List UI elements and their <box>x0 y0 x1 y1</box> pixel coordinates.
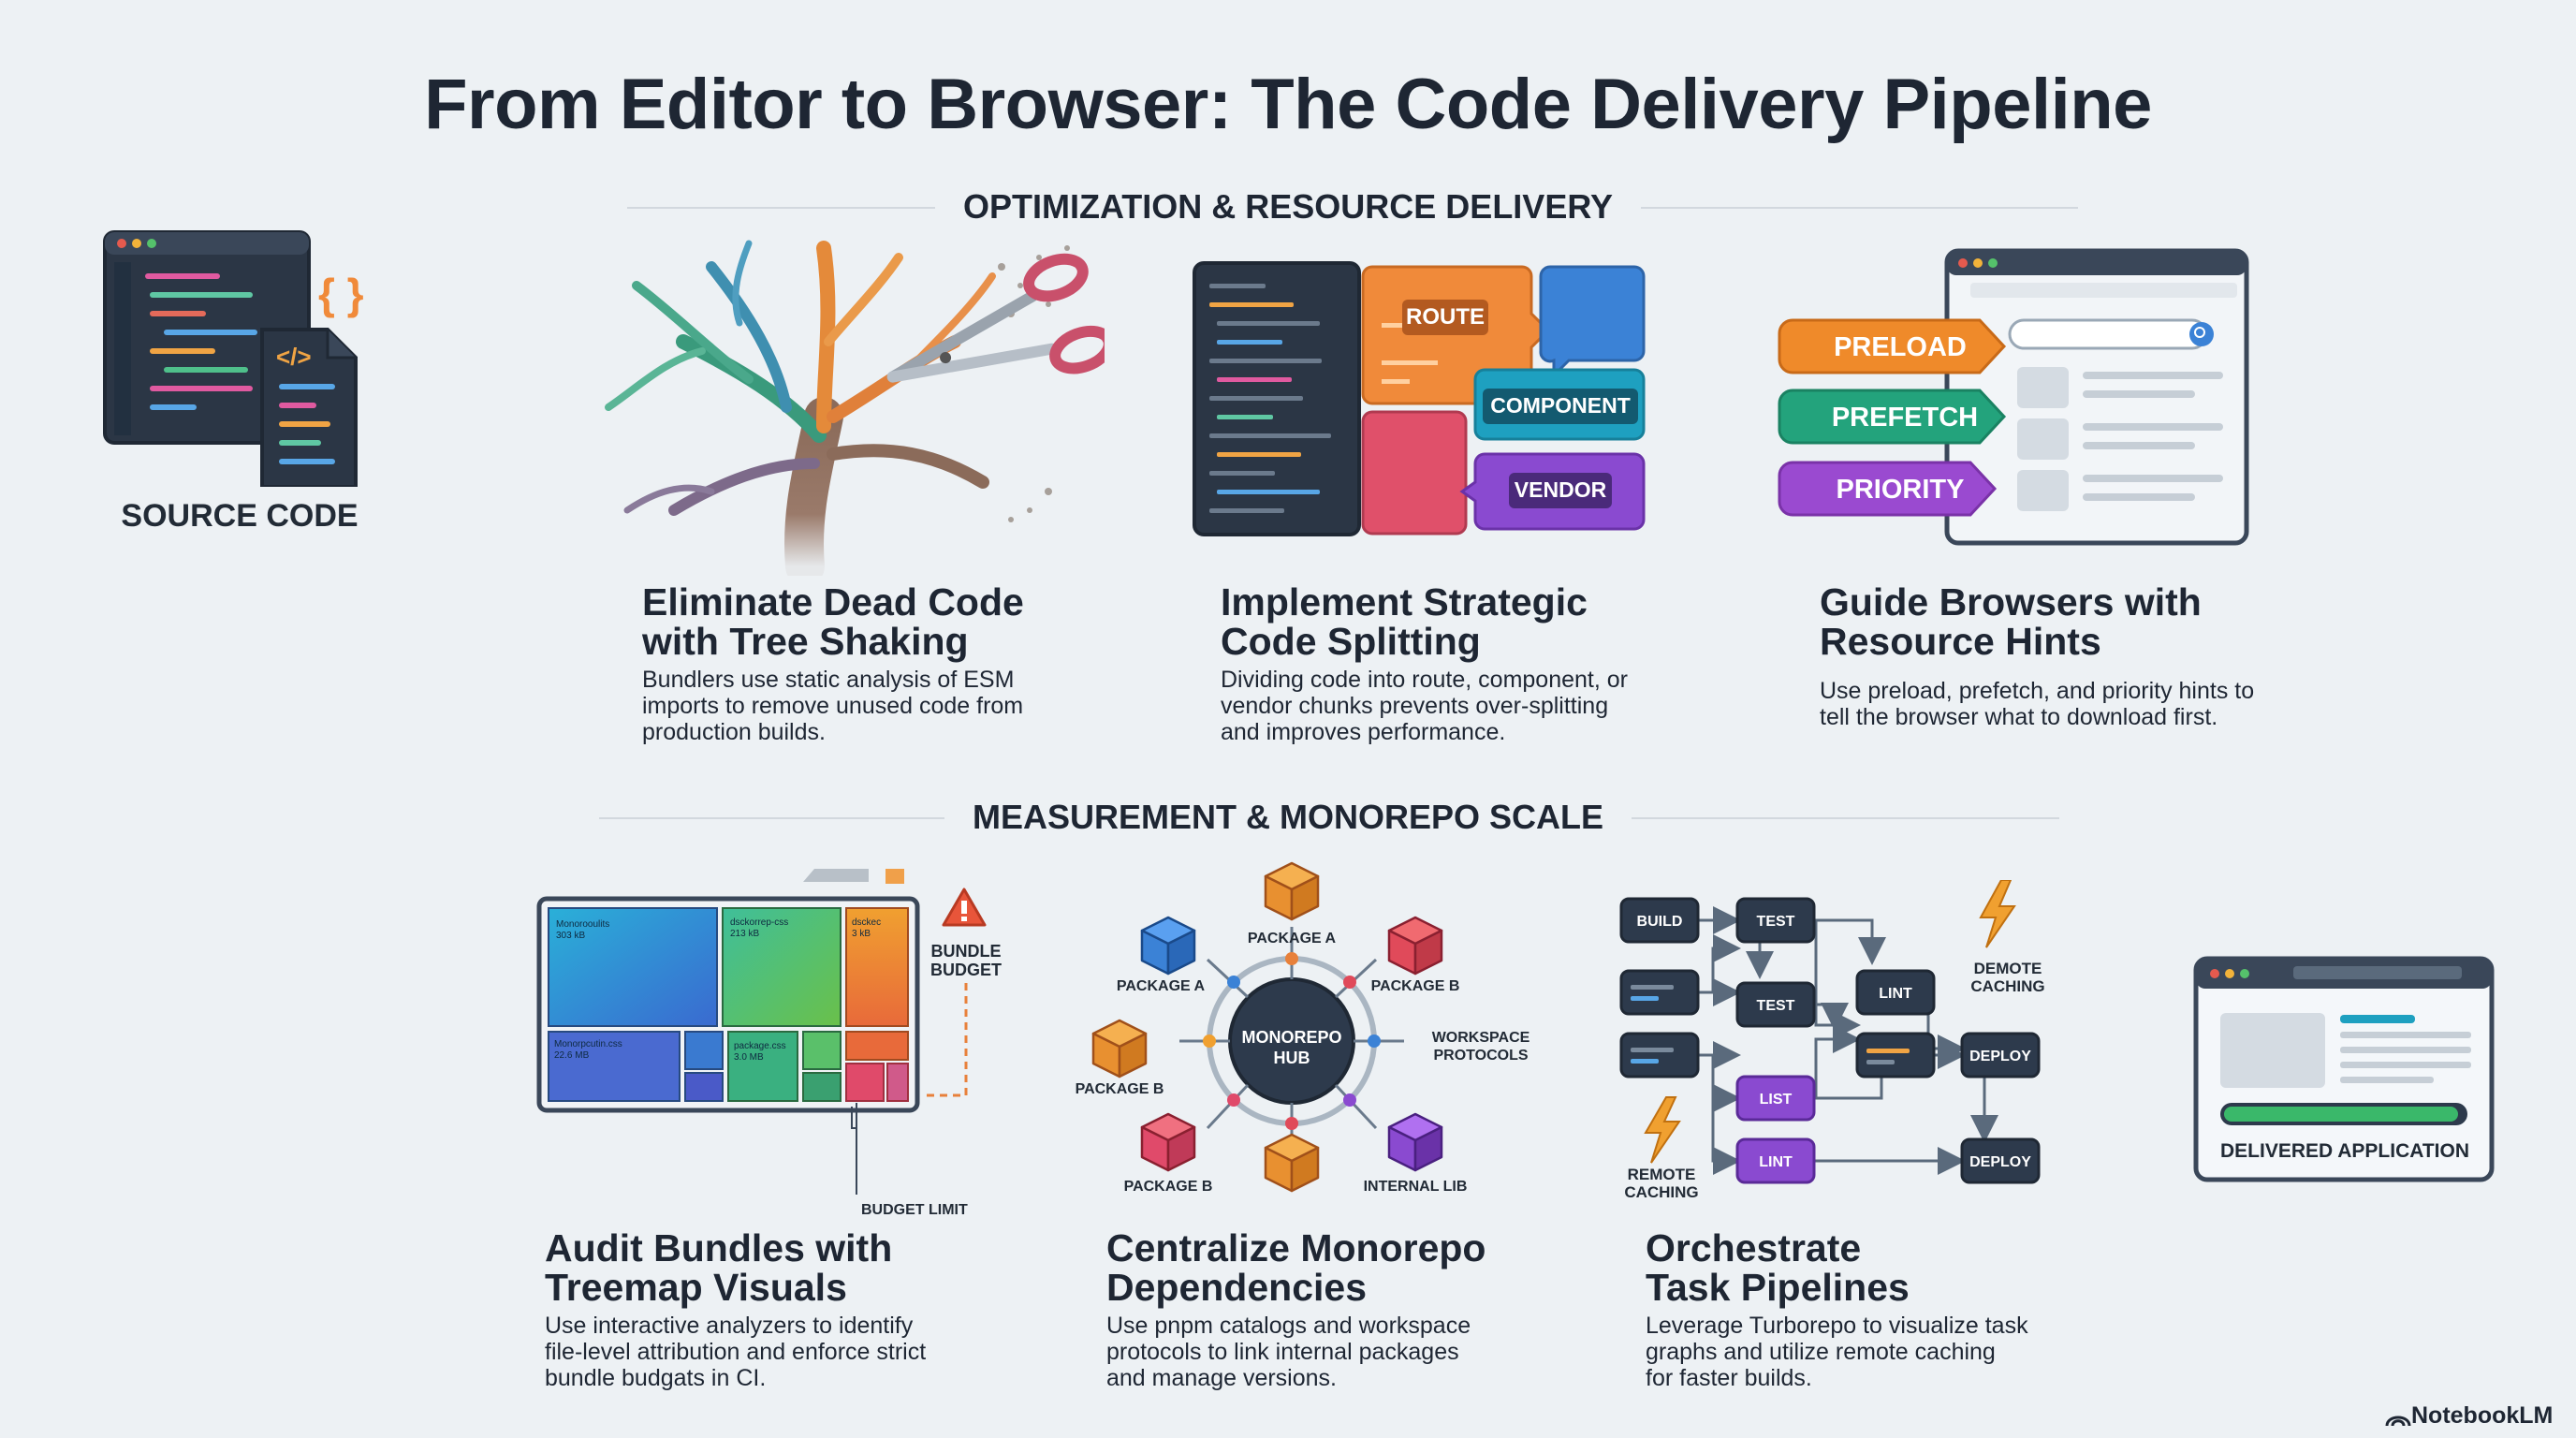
treemap-desc-2: file-level attribution and enforce stric… <box>545 1339 927 1365</box>
svg-text:{ }: { } <box>318 270 364 318</box>
delivered-app-label: DELIVERED APPLICATION <box>2219 1140 2470 1162</box>
monorepo-title-2: Dependencies <box>1106 1266 1367 1309</box>
code-splitting-desc-2: vendor chunks prevents over-splitting <box>1221 693 1609 719</box>
treemap-cell-1-name: Monorooulits <box>556 919 609 930</box>
notebooklm-brand-text: NotebookLM <box>2411 1402 2554 1429</box>
monorepo-desc-1: Use pnpm catalogs and workspace <box>1106 1313 1471 1339</box>
notebooklm-brand: NotebookLM <box>2385 1402 2553 1430</box>
node-package-b-left: PACKAGE B <box>1076 1081 1164 1097</box>
resource-hints-title-1: Guide Browsers with <box>1820 580 2202 624</box>
section-optimization-header: OPTIMIZATION & RESOURCE DELIVERY <box>0 187 2576 227</box>
code-splitting-icon: ROUTE COMPONENT VENDOR <box>1193 261 1646 536</box>
tree-scissors-icon <box>605 240 1105 576</box>
bundle-budget-label-1: BUNDLE <box>931 942 1002 961</box>
pipeline-desc-2: graphs and utilize remote caching <box>1646 1339 1996 1365</box>
monorepo-hub-label-2: HUB <box>1274 1049 1310 1067</box>
chunk-vendor-label: VENDOR <box>1515 477 1607 502</box>
source-code-label: SOURCE CODE <box>121 498 359 534</box>
code-splitting-desc-1: Dividing code into route, component, or <box>1221 667 1628 693</box>
chunk-component-label: COMPONENT <box>1490 393 1631 418</box>
hint-priority-label: PRIORITY <box>1837 475 1965 505</box>
treemap-cell-3-size: 3 kB <box>852 929 871 939</box>
monorepo-title-1: Centralize Monorepo <box>1106 1226 1486 1269</box>
node-package-b-bottom: PACKAGE B <box>1124 1179 1213 1195</box>
hint-preload-label: PRELOAD <box>1834 332 1967 362</box>
workspace-protocols-label-1: WORKSPACE <box>1432 1030 1530 1046</box>
task-pipeline-icon: BUILD TEST TEST LINT LIST LINT DEPLOY DE… <box>1619 880 2045 1201</box>
task-deploy-1-label: DEPLOY <box>1969 1049 2031 1064</box>
treemap-icon: Monorooulits 303 kB dsckorrep-css 213 kB… <box>536 869 1002 1218</box>
treemap-title-1: Audit Bundles with <box>545 1226 893 1269</box>
node-package-a-left: PACKAGE A <box>1117 978 1206 994</box>
section-measurement-header: MEASUREMENT & MONOREPO SCALE <box>0 798 2576 837</box>
code-splitting-title-2: Code Splitting <box>1221 620 1481 663</box>
hint-prefetch-label: PREFETCH <box>1832 403 1978 433</box>
notebooklm-logo-icon <box>2385 1407 2411 1427</box>
resource-hints-title-2: Resource Hints <box>1820 620 2101 663</box>
resource-hints-desc-1: Use preload, prefetch, and priority hint… <box>1820 678 2255 704</box>
node-internal-lib: INTERNAL LIB <box>1364 1179 1468 1195</box>
task-test-2-label: TEST <box>1757 998 1795 1014</box>
code-splitting-title-1: Implement Strategic <box>1221 580 1588 624</box>
treemap-cell-3-name: dsckec <box>852 917 881 928</box>
task-lint-2-label: LINT <box>1759 1154 1793 1170</box>
task-lint-1-label: LINT <box>1879 986 1912 1002</box>
treemap-cell-5-size: 22.6 MB <box>554 1050 590 1061</box>
page-title: From Editor to Browser: The Code Deliver… <box>424 65 2152 144</box>
section-measurement-label: MEASUREMENT & MONOREPO SCALE <box>944 798 1632 837</box>
treemap-title-2: Treemap Visuals <box>545 1266 847 1309</box>
pipeline-title-1: Orchestrate <box>1646 1226 1862 1269</box>
resource-hints-desc-2: tell the browser what to download first. <box>1820 704 2218 730</box>
task-list-label: LIST <box>1760 1092 1793 1108</box>
remote-caching-label-2: CACHING <box>1624 1183 1698 1201</box>
tree-shaking-desc-3: production builds. <box>642 719 826 745</box>
task-deploy-2-label: DEPLOY <box>1969 1154 2031 1170</box>
workspace-protocols-label-2: PROTOCOLS <box>1433 1048 1528 1064</box>
code-splitting-card: Implement Strategic Code Splitting Divid… <box>1221 582 1670 745</box>
treemap-cell-1-size: 303 kB <box>556 931 585 941</box>
pipeline-card: Orchestrate Task Pipelines Leverage Turb… <box>1646 1228 2095 1391</box>
resource-hints-icon: PRELOAD PREFETCH PRIORITY <box>1778 248 2249 546</box>
pipeline-title-2: Task Pipelines <box>1646 1266 1910 1309</box>
tree-shaking-title-1: Eliminate Dead Code <box>642 580 1024 624</box>
treemap-cell-2-name: dsckorrep-css <box>730 917 788 928</box>
monorepo-desc-2: protocols to link internal packages <box>1106 1339 1459 1365</box>
budget-limit-label: BUDGET LIMIT <box>861 1202 968 1218</box>
browser-window-icon <box>2193 956 2495 1182</box>
treemap-cell-4-size: 3.0 MB <box>734 1052 764 1063</box>
svg-text:</>: </> <box>276 343 312 371</box>
lightning-icon-demote <box>1979 880 2016 948</box>
tree-shaking-desc-1: Bundlers use static analysis of ESM <box>642 667 1015 693</box>
demote-caching-label-2: CACHING <box>1970 977 2044 995</box>
section-optimization-label: OPTIMIZATION & RESOURCE DELIVERY <box>934 187 1642 227</box>
monorepo-hub-icon: MONOREPO HUB PACKAGE A PACKAGE A PACKAGE… <box>1076 861 1530 1195</box>
node-package-b-right: PACKAGE B <box>1371 978 1460 994</box>
pipeline-desc-3: for faster builds. <box>1646 1365 1812 1391</box>
lightning-icon-remote <box>1644 1096 1681 1164</box>
treemap-desc-3: bundle budgats in CI. <box>545 1365 767 1391</box>
chunk-route-label: ROUTE <box>1406 304 1485 330</box>
treemap-desc-1: Use interactive analyzers to identify <box>545 1313 914 1339</box>
remote-caching-label-1: REMOTE <box>1628 1166 1696 1183</box>
tree-shaking-card: Eliminate Dead Code with Tree Shaking Bu… <box>642 582 1035 745</box>
monorepo-desc-3: and manage versions. <box>1106 1365 1337 1391</box>
task-test-1-label: TEST <box>1757 914 1795 930</box>
monorepo-card: Centralize Monorepo Dependencies Use pnp… <box>1106 1228 1556 1391</box>
resource-hints-card: Guide Browsers with Resource Hints Use p… <box>1820 582 2306 730</box>
task-build-label: BUILD <box>1637 914 1683 930</box>
node-package-a-top: PACKAGE A <box>1248 931 1337 946</box>
monorepo-hub-label-1: MONOREPO <box>1241 1028 1341 1047</box>
code-editor-icon: </> { } <box>103 230 364 487</box>
code-splitting-desc-3: and improves performance. <box>1221 719 1506 745</box>
treemap-cell-2-size: 213 kB <box>730 929 759 939</box>
pipeline-desc-1: Leverage Turborepo to visualize task <box>1646 1313 2028 1339</box>
treemap-cell-5-name: Monorpcutin.css <box>554 1039 622 1049</box>
bundle-budget-label-2: BUDGET <box>930 961 1002 979</box>
treemap-card: Audit Bundles with Treemap Visuals Use i… <box>545 1228 994 1391</box>
tree-shaking-desc-2: imports to remove unused code from <box>642 693 1024 719</box>
demote-caching-label-1: DEMOTE <box>1974 960 2042 977</box>
treemap-cell-4-name: package.css <box>734 1041 786 1051</box>
tree-shaking-title-2: with Tree Shaking <box>642 620 969 663</box>
